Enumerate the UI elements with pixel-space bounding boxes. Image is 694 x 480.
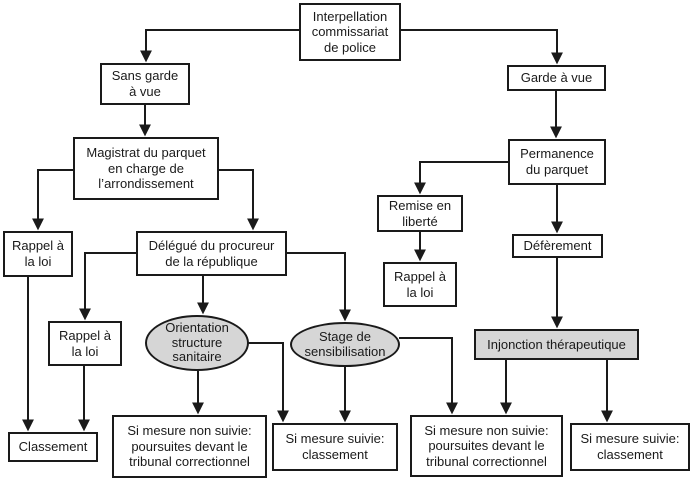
arrow-interpellation-to-sans-garde bbox=[140, 29, 299, 63]
node-classement-suivie-1: Si mesure suivie: classement bbox=[272, 423, 398, 471]
node-orientation-structure-sanitaire: Orientation structure sanitaire bbox=[145, 315, 249, 371]
node-remise-en-liberte: Remise en liberté bbox=[377, 195, 463, 232]
node-poursuites-tribunal-2: Si mesure non suivie: poursuites devant … bbox=[410, 415, 563, 477]
arrow-permanence-to-remise bbox=[414, 161, 508, 195]
node-classement-suivie-2: Si mesure suivie: classement bbox=[570, 423, 690, 471]
arrow-interpellation-to-garde-a-vue bbox=[401, 29, 563, 65]
node-rappel-a-la-loi-2: Rappel à la loi bbox=[48, 321, 122, 366]
node-rappel-a-la-loi-3: Rappel à la loi bbox=[383, 262, 457, 307]
arrow-delegue-to-stage bbox=[287, 252, 351, 322]
node-interpellation-commissariat: Interpellation commissariat de police bbox=[299, 3, 401, 61]
node-rappel-a-la-loi-1: Rappel à la loi bbox=[3, 231, 73, 277]
arrow-orientation-to-classement-suivie1 bbox=[248, 342, 289, 423]
node-garde-a-vue: Garde à vue bbox=[507, 65, 606, 91]
arrow-delegue-to-rappel2 bbox=[79, 252, 136, 321]
node-poursuites-tribunal-1: Si mesure non suivie: poursuites devant … bbox=[112, 415, 267, 478]
node-injonction-therapeutique: Injonction thérapeutique bbox=[474, 329, 639, 360]
node-sans-garde-a-vue: Sans garde à vue bbox=[100, 63, 190, 105]
arrow-stage-to-poursuites2 bbox=[399, 337, 458, 415]
arrow-magistrat-to-delegue bbox=[219, 169, 259, 231]
arrow-magistrat-to-rappel1 bbox=[32, 169, 73, 231]
node-deferement: Défèrement bbox=[512, 234, 603, 258]
node-classement: Classement bbox=[8, 432, 98, 462]
node-magistrat-du-parquet: Magistrat du parquet en charge de l’arro… bbox=[73, 137, 219, 200]
node-permanence-du-parquet: Permanence du parquet bbox=[508, 139, 606, 185]
node-stage-de-sensibilisation: Stage de sensibilisation bbox=[290, 322, 400, 367]
node-delegue-du-procureur: Délégué du procureur de la république bbox=[136, 231, 287, 276]
